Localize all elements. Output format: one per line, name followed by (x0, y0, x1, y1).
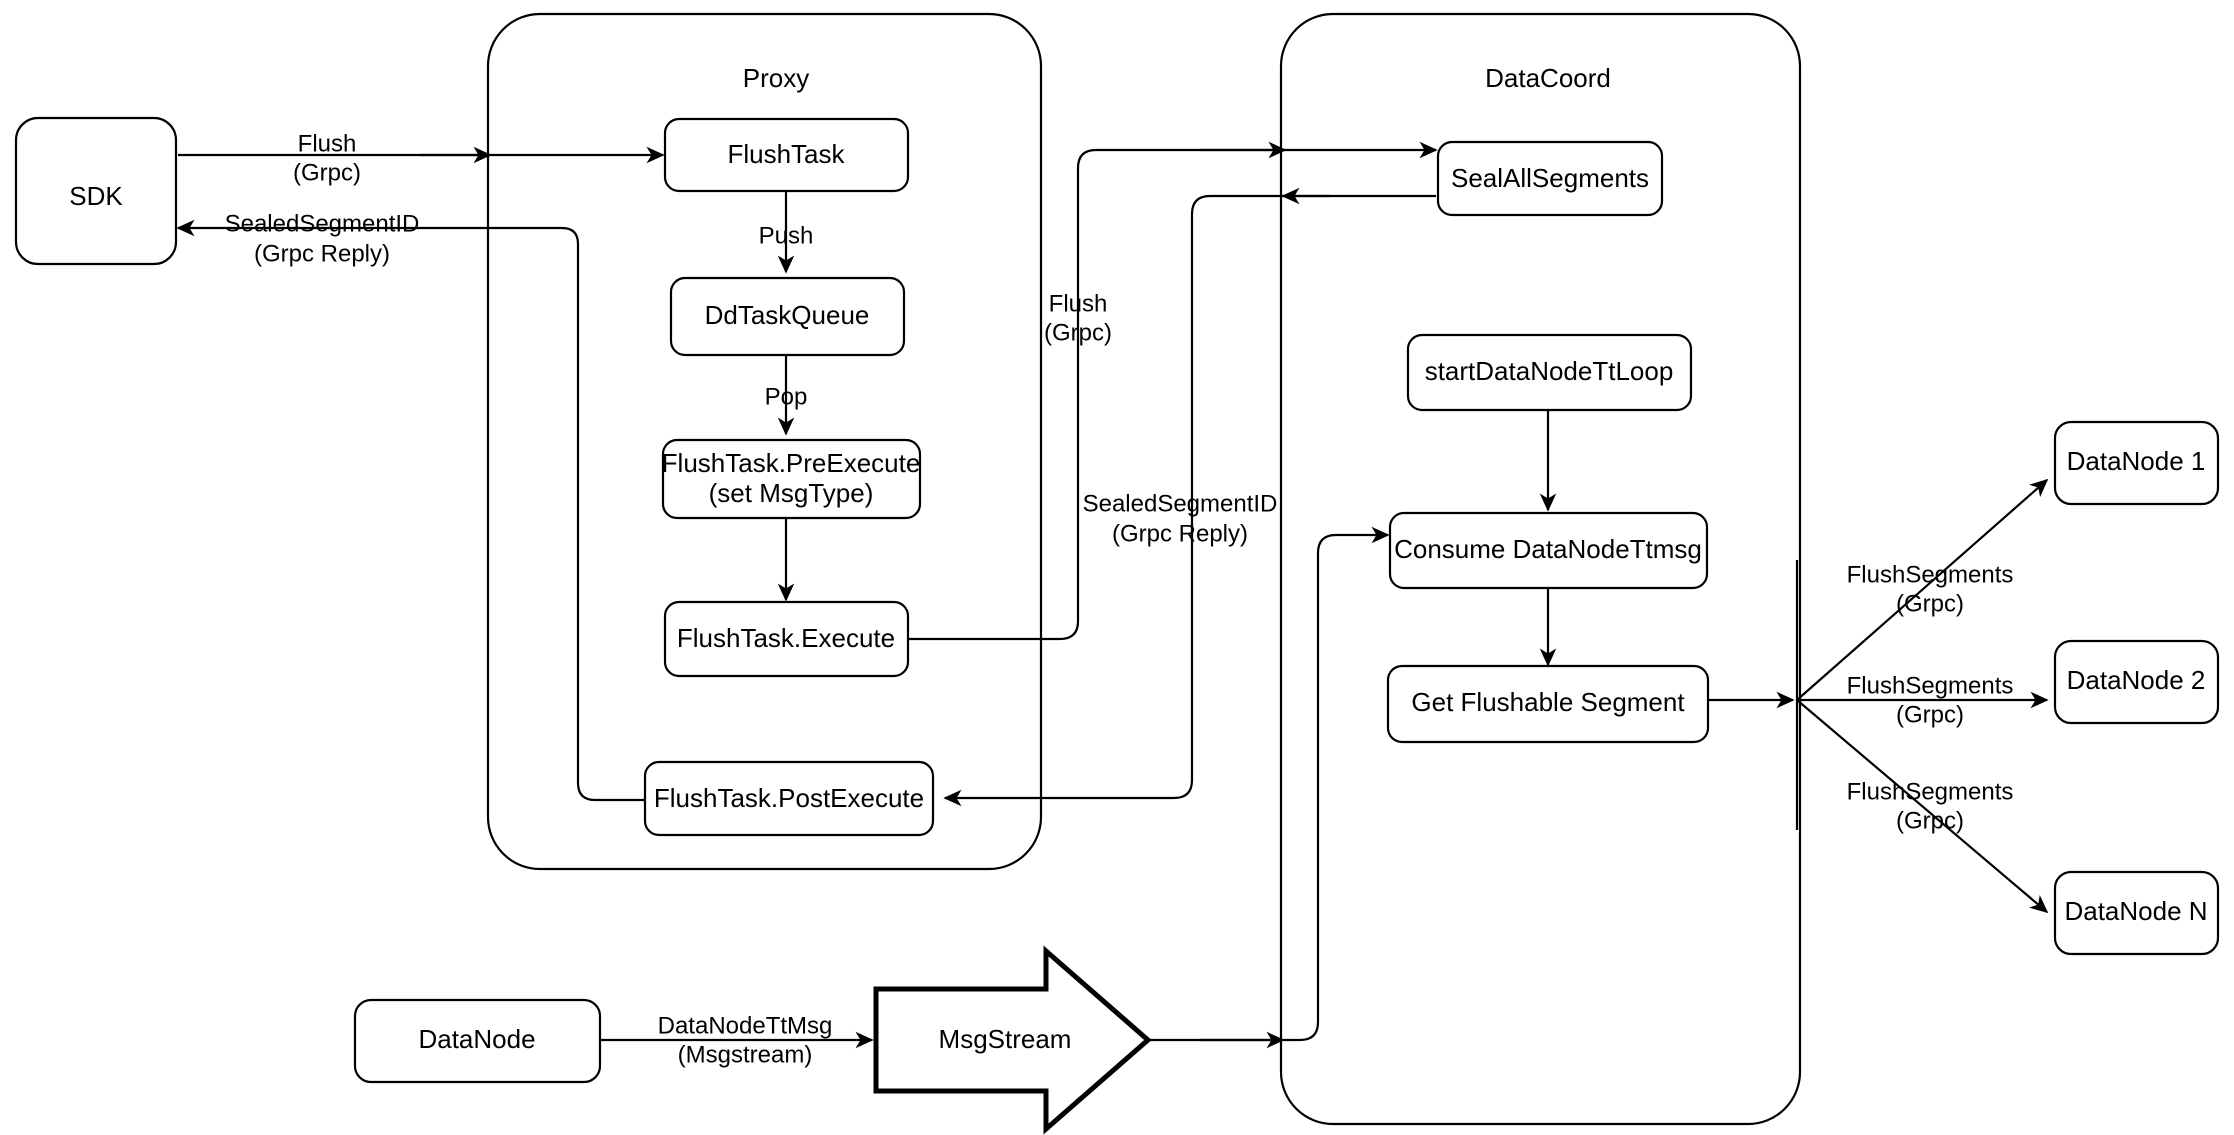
node-datanode-source-label: DataNode (418, 1024, 535, 1054)
node-start-datanode-tt-loop-box (1406, 333, 1693, 412)
node-flush-task-execute-label: FlushTask.Execute (677, 623, 895, 653)
node-flush-task[interactable]: FlushTask (663, 117, 910, 193)
node-seal-all-segments-label: SealAllSegments (1451, 163, 1649, 193)
node-get-flushable-segment-label: Get Flushable Segment (1411, 687, 1685, 717)
edge-execute-to-sealallsegments (907, 141, 1438, 641)
edge-label-pop: Pop (765, 383, 808, 410)
edge-label-flush-segments-1-line1: FlushSegments (1847, 561, 2014, 588)
edge-label-datanode-ttmsg-line2: (Msgstream) (678, 1041, 813, 1068)
group-container-datacoord (1279, 12, 1802, 1126)
edge-label-push: Push (759, 222, 814, 249)
edge-label-sdk-reply-line2: (Grpc Reply) (254, 240, 390, 267)
node-flush-task-label: FlushTask (727, 139, 845, 169)
node-consume-datanode-ttmsg-label: Consume DataNodeTtmsg (1394, 534, 1702, 564)
group-container-proxy (486, 12, 1043, 871)
edge-junction-to-datanode1 (1796, 478, 2049, 701)
node-sdk[interactable]: SDK (14, 116, 178, 266)
node-flush-task-preexecute-label-1: FlushTask.PreExecute (662, 448, 921, 478)
edge-label-sdk-reply-line1: SealedSegmentID (225, 210, 420, 237)
group-label-proxy: Proxy (743, 63, 809, 93)
node-datanode-1[interactable]: DataNode 1 (2053, 420, 2220, 506)
node-datanode-source[interactable]: DataNode (353, 998, 602, 1084)
node-flush-task-execute-box (663, 600, 910, 678)
edge-sealallsegments-to-postexecute (943, 194, 1436, 807)
node-flush-task-postexecute-label: FlushTask.PostExecute (654, 783, 924, 813)
node-flush-task-postexecute[interactable]: FlushTask.PostExecute (643, 760, 935, 837)
node-msgstream-label: MsgStream (939, 1024, 1072, 1054)
edge-label-sdk-flush-line2: (Grpc) (293, 159, 361, 186)
node-seal-all-segments-box (1436, 140, 1664, 217)
edge-label-flush-segments-2-line2: (Grpc) (1896, 701, 1964, 728)
node-datanode-2-box (2053, 639, 2220, 725)
node-dd-task-queue-box (669, 276, 906, 357)
node-datanode-n-box (2053, 870, 2220, 956)
edge-label-flush-segments-1-line2: (Grpc) (1896, 590, 1964, 617)
node-flush-task-preexecute-box (661, 438, 922, 520)
node-datanode-2-label: DataNode 2 (2067, 665, 2206, 695)
node-seal-all-segments[interactable]: SealAllSegments (1436, 140, 1664, 217)
node-datanode-n-label: DataNode N (2064, 896, 2207, 926)
group-label-datacoord: DataCoord (1485, 63, 1611, 93)
node-flush-task-box (663, 117, 910, 193)
node-consume-datanode-ttmsg-box (1388, 511, 1709, 590)
node-flush-task-preexecute[interactable]: FlushTask.PreExecute (set MsgType) (661, 438, 922, 520)
node-dd-task-queue-label: DdTaskQueue (705, 300, 870, 330)
node-datanode-n[interactable]: DataNode N (2053, 870, 2220, 956)
edge-label-mid-flush-line1: Flush (1049, 290, 1108, 317)
node-datanode-1-label: DataNode 1 (2067, 446, 2206, 476)
node-msgstream-shape (873, 945, 1152, 1135)
node-start-datanode-tt-loop-label: startDataNodeTtLoop (1425, 356, 1674, 386)
node-datanode-1-box (2053, 420, 2220, 506)
node-datanode-2[interactable]: DataNode 2 (2053, 639, 2220, 725)
edge-msgstream-to-consume (1148, 526, 1390, 1042)
node-get-flushable-segment[interactable]: Get Flushable Segment (1386, 664, 1710, 744)
node-flush-task-postexecute-box (643, 760, 935, 837)
edge-label-mid-reply-line2: (Grpc Reply) (1112, 520, 1248, 547)
node-dd-task-queue[interactable]: DdTaskQueue (669, 276, 906, 357)
node-flush-task-preexecute-label-2: (set MsgType) (709, 478, 874, 508)
node-sdk-label: SDK (69, 181, 123, 211)
node-consume-datanode-ttmsg[interactable]: Consume DataNodeTtmsg (1388, 511, 1709, 590)
node-datanode-source-box (353, 998, 602, 1084)
node-sdk-box (14, 116, 178, 266)
node-flush-task-execute[interactable]: FlushTask.Execute (663, 600, 910, 678)
edge-junction-to-datanoden (1796, 699, 2049, 914)
edge-label-mid-flush-line2: (Grpc) (1044, 319, 1112, 346)
edge-label-sdk-flush-line1: Flush (298, 130, 357, 157)
node-start-datanode-tt-loop[interactable]: startDataNodeTtLoop (1406, 333, 1693, 412)
node-get-flushable-segment-box (1386, 664, 1710, 744)
node-msgstream[interactable]: MsgStream (873, 945, 1152, 1135)
edge-label-mid-reply-line1: SealedSegmentID (1083, 490, 1278, 517)
edge-label-flush-segments-n-line1: FlushSegments (1847, 778, 2014, 805)
edge-postexecute-to-sdk (176, 219, 645, 802)
edge-label-datanode-ttmsg-line1: DataNodeTtMsg (658, 1012, 833, 1039)
edge-label-flush-segments-n-line2: (Grpc) (1896, 807, 1964, 834)
edge-label-flush-segments-2-line1: FlushSegments (1847, 672, 2014, 699)
